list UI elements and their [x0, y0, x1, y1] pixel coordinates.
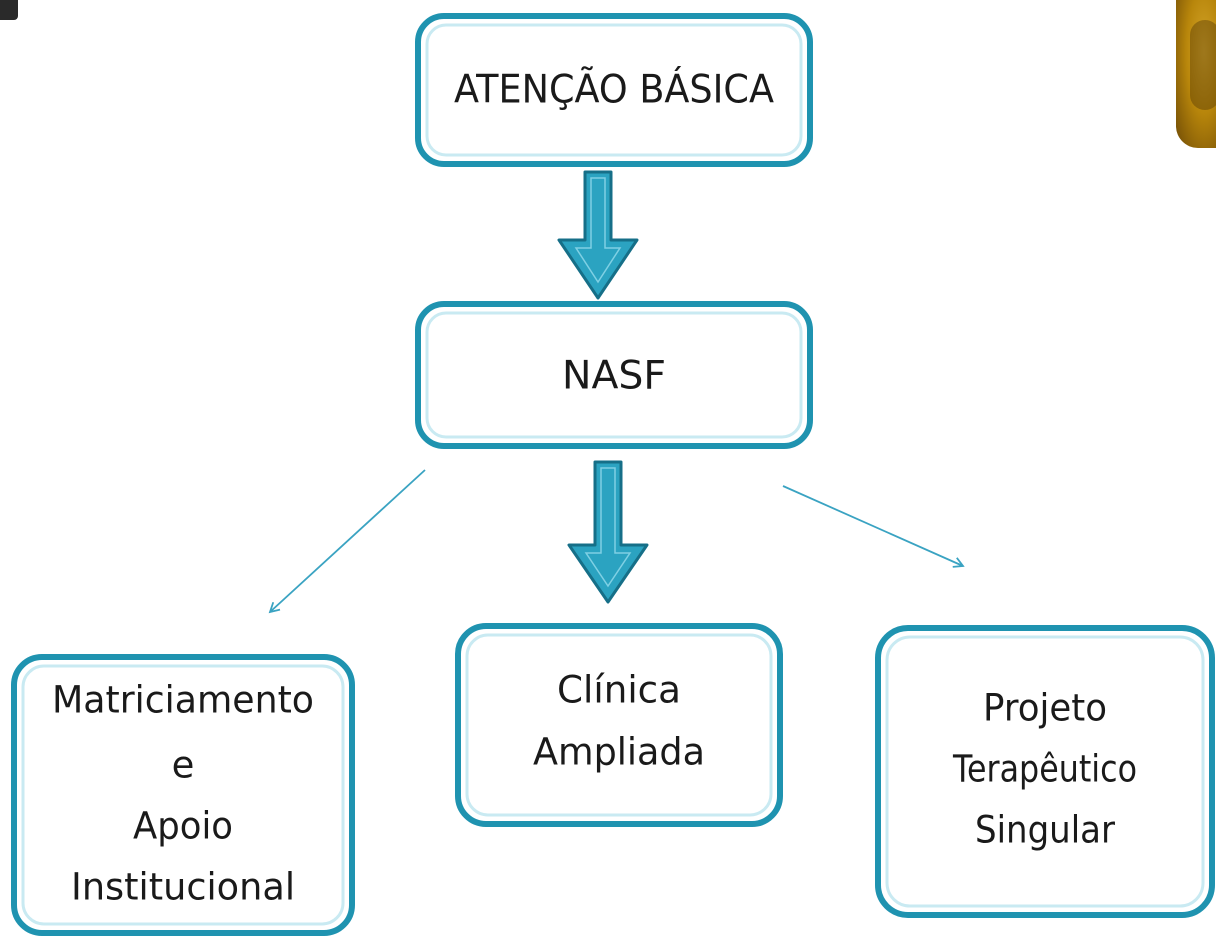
node-nasf-label: NASF — [562, 354, 666, 399]
node-projeto-line-2: Terapêutico — [952, 748, 1137, 791]
node-matriciamento-line-4: Institucional — [71, 866, 295, 909]
node-matriciamento: Matriciamento e Apoio Institucional — [11, 654, 355, 936]
person-photo — [1176, 0, 1216, 148]
arrow-nasf-to-projeto — [782, 485, 965, 568]
node-projeto-line-1: Projeto — [983, 687, 1107, 730]
arrow-atencao-to-nasf — [557, 170, 639, 300]
node-clinica-line-2: Ampliada — [533, 731, 705, 774]
node-matriciamento-line-3: Apoio — [133, 805, 233, 848]
node-projeto-line-3: Singular — [975, 809, 1116, 852]
slide-corner-mark — [0, 0, 18, 20]
node-atencao-basica: ATENÇÃO BÁSICA — [415, 13, 813, 167]
node-clinica-line-1: Clínica — [557, 669, 681, 712]
node-matriciamento-line-1: Matriciamento — [52, 679, 314, 722]
node-atencao-basica-label: ATENÇÃO BÁSICA — [454, 66, 774, 113]
node-projeto-terapeutico: Projeto Terapêutico Singular — [875, 625, 1215, 918]
arrow-nasf-to-matriciamento — [268, 469, 426, 614]
node-nasf: NASF — [415, 301, 813, 449]
node-matriciamento-line-2: e — [172, 744, 195, 787]
arrow-nasf-to-clinica — [567, 460, 649, 604]
node-clinica-ampliada: Clínica Ampliada — [455, 623, 783, 827]
